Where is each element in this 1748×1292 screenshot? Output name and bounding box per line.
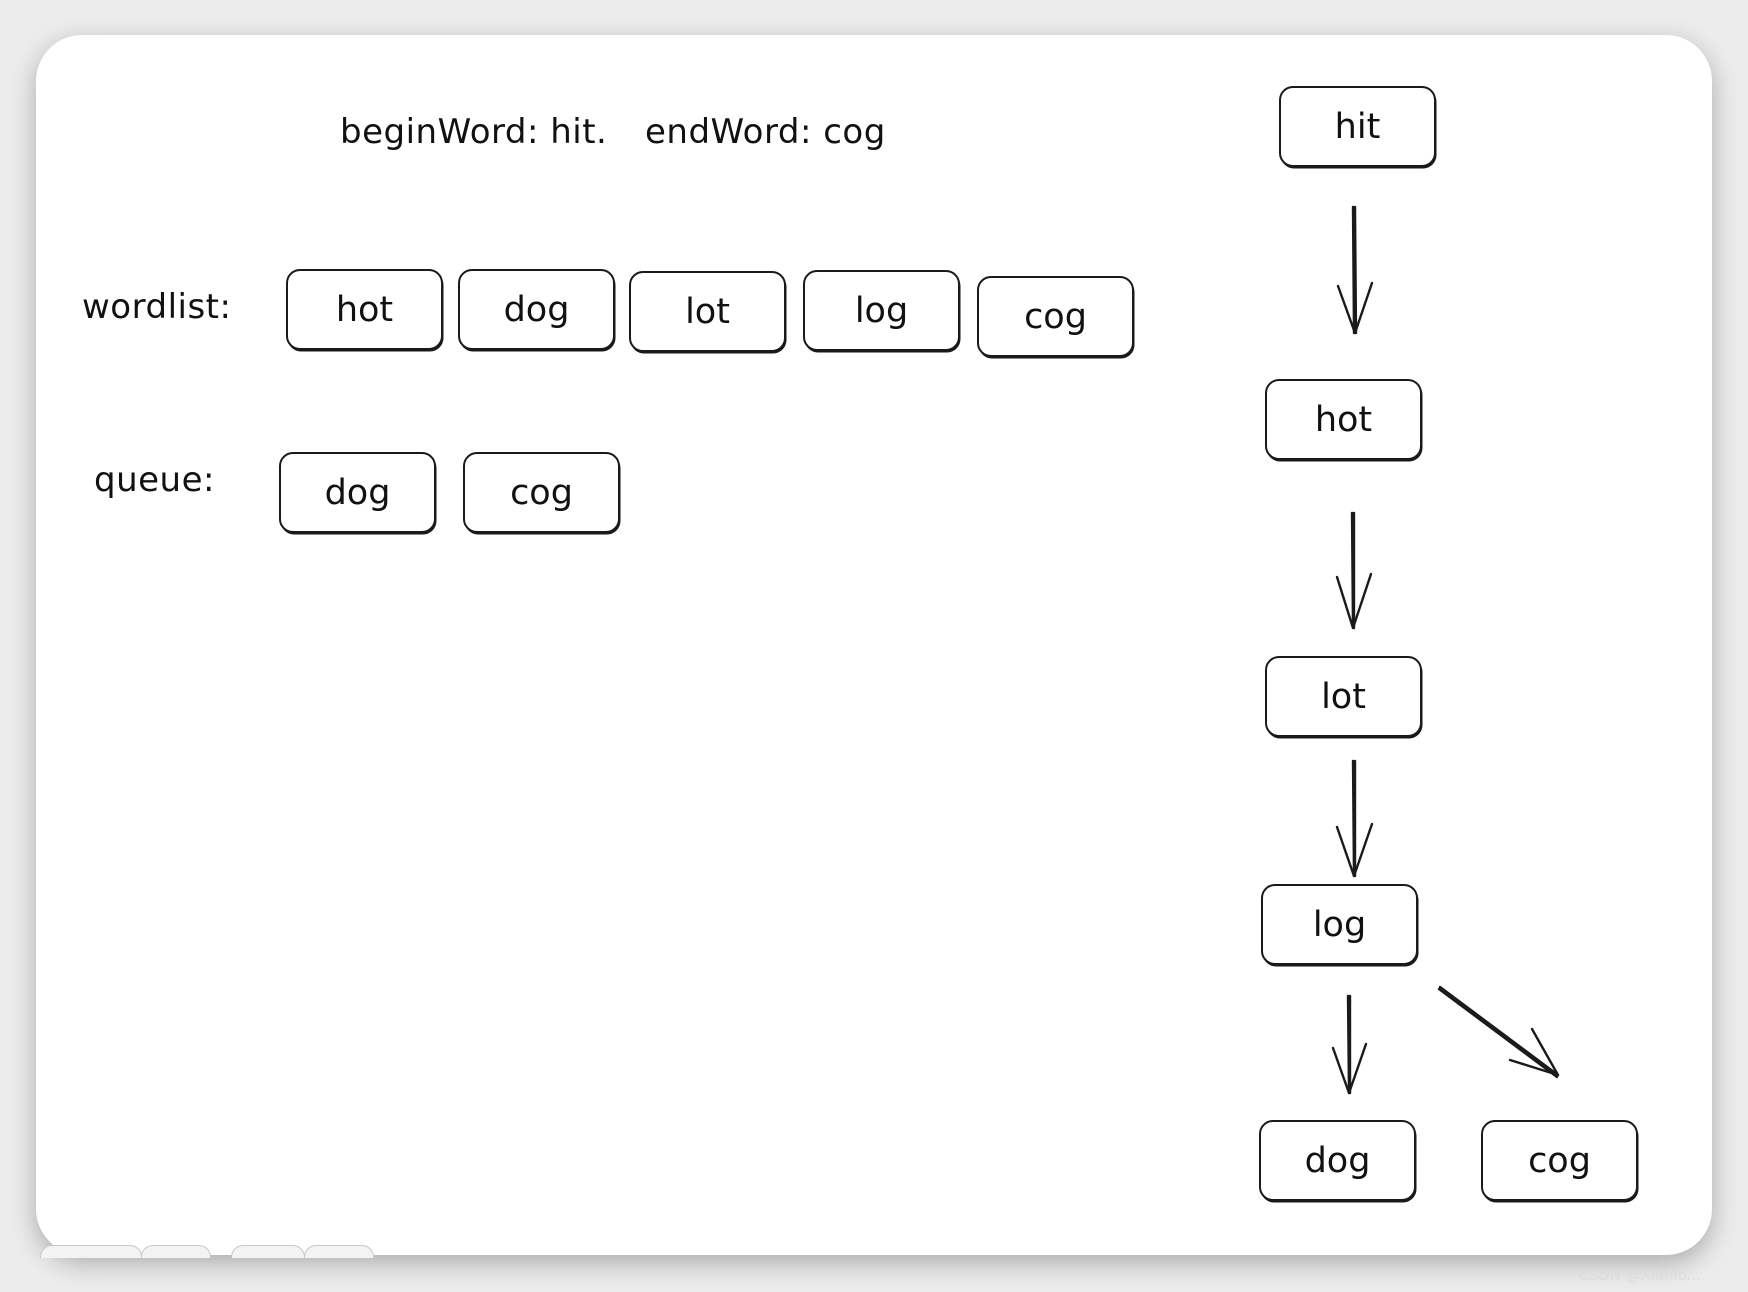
queue-item-cog: cog — [463, 452, 620, 533]
toolbar-tab[interactable] — [304, 1245, 374, 1258]
tree-node-dog: dog — [1259, 1120, 1416, 1201]
end-word-label: endWord: cog — [645, 112, 886, 152]
tree-node-lot: lot — [1265, 656, 1422, 737]
toolbar-tab[interactable] — [231, 1245, 305, 1258]
begin-word-label: beginWord: hit. — [340, 112, 608, 152]
queue-item-dog: dog — [279, 452, 436, 533]
queue-label: queue: — [94, 460, 215, 500]
tree-node-hit: hit — [1279, 86, 1436, 167]
watermark: CSDN @Xianlo... — [1578, 1266, 1702, 1284]
toolbar-tab[interactable] — [141, 1245, 211, 1258]
whiteboard-card — [36, 35, 1712, 1255]
toolbar-tab[interactable] — [40, 1245, 142, 1258]
wordlist-label: wordlist: — [82, 287, 232, 327]
tree-node-hot: hot — [1265, 379, 1422, 460]
tree-node-log: log — [1261, 884, 1418, 965]
wordlist-item-log: log — [803, 270, 960, 351]
wordlist-item-lot: lot — [629, 271, 786, 352]
wordlist-item-dog: dog — [458, 269, 615, 350]
wordlist-item-cog: cog — [977, 276, 1134, 357]
wordlist-item-hot: hot — [286, 269, 443, 350]
tree-node-cog: cog — [1481, 1120, 1638, 1201]
